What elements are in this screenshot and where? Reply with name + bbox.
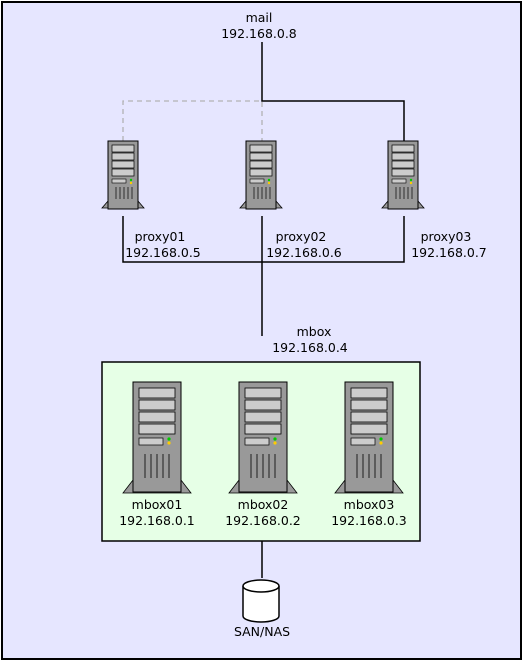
server-tower-icon <box>122 381 192 494</box>
mbox-name-3: mbox03 <box>344 497 395 512</box>
proxy-name-3: proxy03 <box>421 229 472 244</box>
mbox-node-3[interactable] <box>334 381 404 494</box>
server-tower-icon <box>228 381 298 494</box>
link-proxy-bus <box>122 216 405 263</box>
proxy-ip-3: 192.168.0.7 <box>411 245 487 260</box>
proxy-name-2: proxy02 <box>276 229 327 244</box>
mbox-node-2[interactable] <box>228 381 298 494</box>
mbox-group-ip: 192.168.0.4 <box>272 340 348 355</box>
server-tower-icon <box>239 140 283 210</box>
server-tower-icon <box>334 381 404 494</box>
mbox-node-1[interactable] <box>122 381 192 494</box>
mbox-ip-2: 192.168.0.2 <box>225 513 301 528</box>
proxy-ip-2: 192.168.0.6 <box>266 245 342 260</box>
gateway-name: mail <box>246 10 273 25</box>
proxy-name-1: proxy01 <box>135 229 186 244</box>
mbox-ip-3: 192.168.0.3 <box>331 513 407 528</box>
proxy-node-3[interactable] <box>381 140 425 210</box>
dashed-links <box>122 100 263 141</box>
mbox-ip-1: 192.168.0.1 <box>119 513 195 528</box>
proxy-node-2[interactable] <box>239 140 283 210</box>
link-mail-proxy03 <box>261 42 405 141</box>
storage-label: SAN/NAS <box>234 624 290 639</box>
mbox-name-1: mbox01 <box>132 497 183 512</box>
proxy-ip-1: 192.168.0.5 <box>125 245 201 260</box>
gateway-ip: 192.168.0.8 <box>221 26 297 41</box>
connection-lines <box>122 42 405 578</box>
server-tower-icon <box>381 140 425 210</box>
disk-cylinder-icon <box>242 579 280 623</box>
server-tower-icon <box>101 140 145 210</box>
mbox-group-name: mbox <box>297 324 332 339</box>
mbox-name-2: mbox02 <box>238 497 289 512</box>
link-mail-proxy01-proxy02 <box>122 100 263 141</box>
proxy-node-1[interactable] <box>101 140 145 210</box>
storage-node[interactable] <box>242 579 280 623</box>
